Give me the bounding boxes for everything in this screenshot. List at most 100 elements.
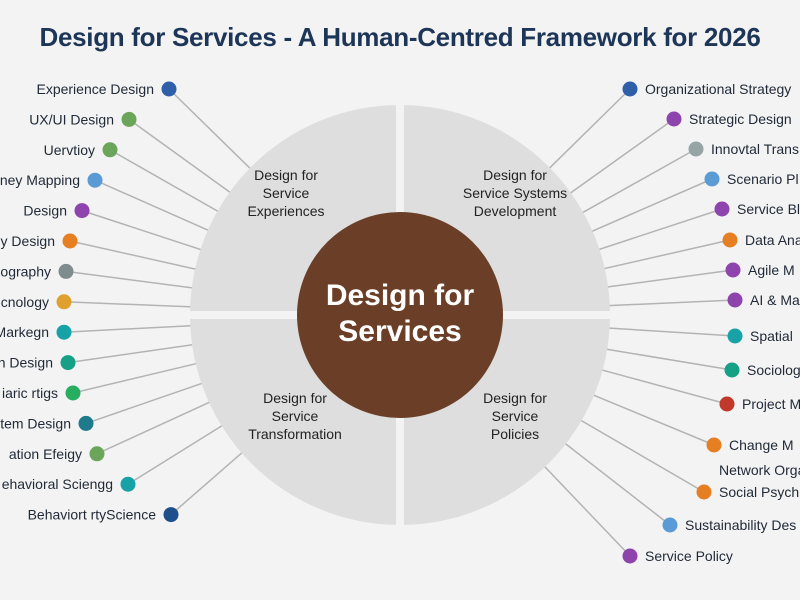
connector-line <box>85 376 219 425</box>
connector-line <box>591 326 736 337</box>
quadrant-label-line: Transformation <box>248 426 342 442</box>
left-label: Design <box>23 203 67 219</box>
node-dot <box>58 263 74 279</box>
left-label: cnology <box>1 294 49 310</box>
connector-line <box>536 88 631 181</box>
connector-line <box>577 387 715 446</box>
left-label: UX/UI Design <box>29 111 114 127</box>
left-label: Uervtioy <box>44 142 95 158</box>
node-dot <box>163 507 179 523</box>
connector-line <box>585 364 728 405</box>
right-label: Spatial <box>750 328 793 344</box>
node-dot <box>725 262 741 278</box>
right-label: Innovtal Trans <box>711 141 799 157</box>
right-label: Agile M <box>748 262 795 278</box>
node-dot <box>65 385 81 401</box>
left-label: n Design <box>0 355 53 371</box>
quadrant-label-line: Design for <box>483 390 547 406</box>
node-dot <box>666 111 682 127</box>
node-dot <box>121 111 137 127</box>
left-label: iaric rtigs <box>2 385 58 401</box>
right-label: Data Ana <box>745 232 800 248</box>
connector-line <box>575 178 713 239</box>
node-dot <box>724 362 740 378</box>
node-dot <box>56 294 72 310</box>
quadrant-label-line: Service <box>272 408 319 424</box>
connector-line <box>67 341 211 364</box>
right-label: Strategic Design <box>689 111 792 127</box>
node-dot <box>727 292 743 308</box>
right-label: Sociolog <box>747 362 800 378</box>
connector-line <box>565 410 705 493</box>
node-dot <box>622 81 638 97</box>
node-dot <box>704 171 720 187</box>
quadrant-label-line: Development <box>474 203 557 219</box>
node-dot <box>722 232 738 248</box>
connector-line <box>567 148 697 222</box>
left-label: Markegn <box>0 324 49 340</box>
quadrant-label-line: Design for <box>263 390 327 406</box>
connector-line <box>551 432 671 526</box>
connector-line <box>69 240 213 274</box>
node-dot <box>706 437 722 453</box>
connector-line <box>96 394 226 455</box>
node-dot <box>120 476 136 492</box>
connector-line <box>63 324 209 333</box>
right-label: Service Policy <box>645 548 733 564</box>
left-label: ography <box>0 263 51 279</box>
right-label: Scenario Pl <box>727 171 799 187</box>
node-dot <box>56 324 72 340</box>
node-dot <box>89 446 105 462</box>
connector-line <box>532 453 631 557</box>
left-label: Behaviort rtyScience <box>28 507 157 523</box>
left-label: ehavioral Sciengg <box>2 476 113 492</box>
right-label: Change M <box>729 437 794 453</box>
node-dot <box>102 142 118 158</box>
node-dot <box>688 141 704 157</box>
connector-line <box>170 440 256 516</box>
quadrant-label-line: Service Systems <box>463 185 567 201</box>
connector-line <box>81 209 218 256</box>
connector-line <box>128 118 245 204</box>
right-label: Sustainability Des <box>685 517 796 533</box>
center-label-line: Design for <box>326 279 475 312</box>
quadrant-label-line: Service <box>263 185 310 201</box>
page-title: Design for Services - A Human-Centred Fr… <box>39 22 761 52</box>
node-dot <box>662 517 678 533</box>
right-label: Organizational Strategy <box>645 81 791 97</box>
node-dot <box>60 355 76 371</box>
node-dot <box>719 396 735 412</box>
left-label: tem Design <box>0 415 71 431</box>
quadrant-label-line: Experiences <box>247 203 324 219</box>
connector-line <box>591 299 736 308</box>
right-label: Network Orga <box>719 462 800 478</box>
node-dot <box>714 201 730 217</box>
node-dot <box>161 81 177 97</box>
connector-line <box>590 269 734 291</box>
right-label: Service Bl <box>737 201 800 217</box>
node-dot <box>62 233 78 249</box>
node-dot <box>74 203 90 219</box>
right-label: Project M <box>742 396 800 412</box>
node-dot <box>622 548 638 564</box>
center-circle <box>297 212 503 418</box>
left-label: ney Mapping <box>0 172 80 188</box>
connector-line <box>589 345 733 371</box>
connector-line <box>168 88 264 182</box>
connector-line <box>94 179 225 239</box>
right-label: AI & Ma <box>750 292 800 308</box>
node-dot <box>696 484 712 500</box>
connector-line <box>109 149 234 221</box>
quadrant-label-line: Policies <box>491 426 539 442</box>
connector-lines <box>63 88 736 557</box>
left-label: ation Efeigy <box>9 446 82 462</box>
connector-line <box>555 118 675 204</box>
right-label: Social Psych <box>719 484 799 500</box>
connector-line <box>127 415 238 485</box>
quadrant-label-line: Service <box>492 408 539 424</box>
